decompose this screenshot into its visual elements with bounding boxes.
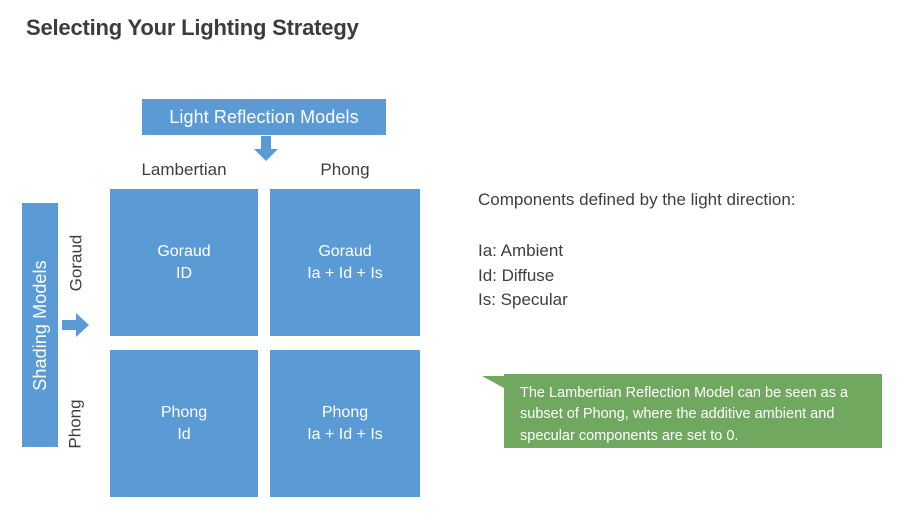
matrix-cell-goraud-lambertian[interactable]: Goraud ID — [110, 189, 258, 336]
matrix-cell-title: Goraud — [157, 242, 211, 260]
column-label-phong: Phong — [320, 160, 370, 179]
matrix-cell-goraud-phong[interactable]: Goraud Ia + Id + Is — [270, 189, 420, 336]
legend-item-ia: Ia: Ambient — [478, 241, 564, 260]
callout-note: The Lambertian Reflection Model can be s… — [482, 374, 882, 448]
matrix-cell-title: Phong — [160, 403, 208, 421]
row-label-goraud: Goraud — [62, 189, 90, 336]
matrix-cell-title: Goraud — [318, 242, 372, 260]
matrix-cell-formula: ID — [176, 264, 192, 282]
arrow-down-icon — [252, 136, 280, 162]
column-axis-banner: Light Reflection Models — [142, 99, 386, 135]
legend-heading: Components defined by the light directio… — [478, 190, 796, 209]
row-label-goraud-text: Goraud — [66, 234, 86, 291]
matrix-cell-formula: Id — [177, 425, 191, 443]
callout-tail-icon — [482, 376, 504, 400]
matrix-cell-formula: Ia + Id + Is — [307, 264, 383, 282]
legend-list: Ia: Ambient Id: Diffuse Is: Specular — [478, 239, 568, 313]
matrix-cell-title: Phong — [321, 403, 369, 421]
column-label-lambertian: Lambertian — [141, 160, 227, 179]
matrix-cell-formula: Ia + Id + Is — [307, 425, 383, 443]
column-axis-banner-label: Light Reflection Models — [169, 106, 359, 127]
matrix-cell-phong-phong[interactable]: Phong Ia + Id + Is — [270, 350, 420, 497]
arrow-right-icon — [62, 311, 90, 339]
row-label-phong: Phong — [62, 350, 90, 497]
callout-text: The Lambertian Reflection Model can be s… — [504, 374, 882, 448]
legend-item-is: Is: Specular — [478, 290, 568, 310]
page-title: Selecting Your Lighting Strategy — [26, 15, 359, 40]
legend-item-id: Id: Diffuse — [478, 265, 555, 285]
row-axis-banner: Shading Models — [22, 203, 58, 447]
row-label-phong-text: Phong — [66, 398, 86, 449]
matrix-cell-phong-lambertian[interactable]: Phong Id — [110, 350, 258, 497]
row-axis-banner-label: Shading Models — [29, 259, 50, 391]
